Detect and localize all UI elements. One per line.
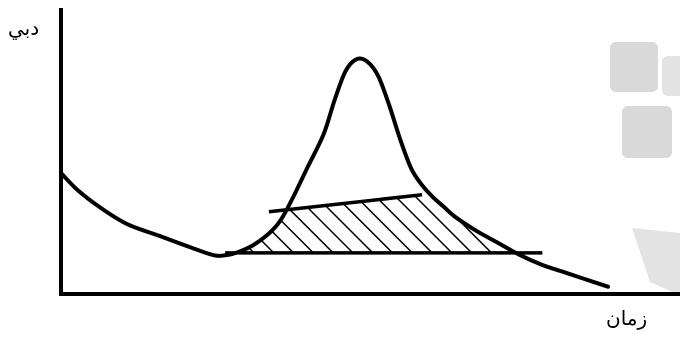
y-axis-label: دبي [8,16,40,40]
watermark-logo [610,42,680,296]
watermark-block [662,56,680,96]
watermark-block [610,42,658,92]
watermark-block [622,106,672,158]
watermark-block [632,228,680,296]
x-axis-label: زمان [606,306,648,330]
separation-line [268,193,423,214]
hydrograph-curve [59,56,610,289]
